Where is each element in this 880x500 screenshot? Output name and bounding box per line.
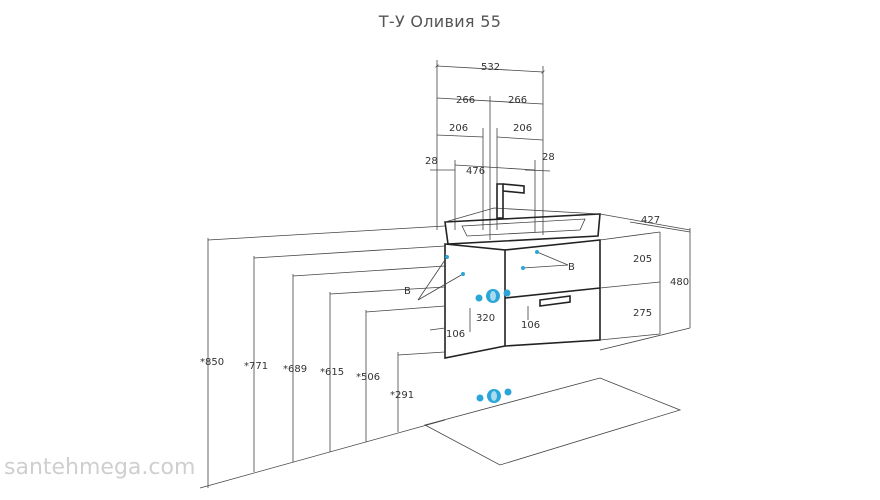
dim-771: *771	[244, 361, 268, 372]
dim-205: 205	[633, 254, 652, 265]
dim-106-left: 106	[446, 329, 465, 340]
dim-480: 480	[670, 277, 689, 288]
dim-850: *850	[200, 357, 224, 368]
dim-28-left: 28	[425, 156, 438, 167]
dim-266-right: 266	[508, 95, 527, 106]
dim-266-left: 266	[456, 95, 475, 106]
drawing-title: Т-У Оливия 55	[378, 12, 502, 31]
label-b-left: B	[404, 286, 411, 297]
height-dimensions	[199, 225, 446, 489]
watermark: santehmega.com	[4, 455, 196, 480]
washbasin	[444, 207, 601, 245]
dim-28-right: 28	[542, 152, 555, 163]
floor-outline	[423, 377, 682, 466]
dim-320: 320	[476, 313, 495, 324]
dim-427: 427	[641, 215, 660, 226]
cabinet	[429, 239, 601, 359]
dim-689: *689	[283, 364, 307, 375]
dim-106-right: 106	[521, 320, 540, 331]
dim-506: *506	[356, 372, 380, 383]
dim-476: 476	[466, 166, 485, 177]
dim-532: 532	[481, 62, 500, 73]
dim-615: *615	[320, 367, 344, 378]
dim-206-left: 206	[449, 123, 468, 134]
top-dimensions	[430, 60, 551, 240]
label-b-right: B	[568, 262, 575, 273]
dimension-labels: 532 266 266 206 206 28 28 476 427 205 27…	[200, 62, 689, 401]
label-b-leaders	[417, 251, 569, 332]
faucet	[496, 183, 525, 219]
dim-206-right: 206	[513, 123, 532, 134]
connection-points	[445, 250, 539, 403]
dim-291: *291	[390, 390, 414, 401]
depth-dimensions	[599, 213, 691, 351]
dim-275: 275	[633, 308, 652, 319]
